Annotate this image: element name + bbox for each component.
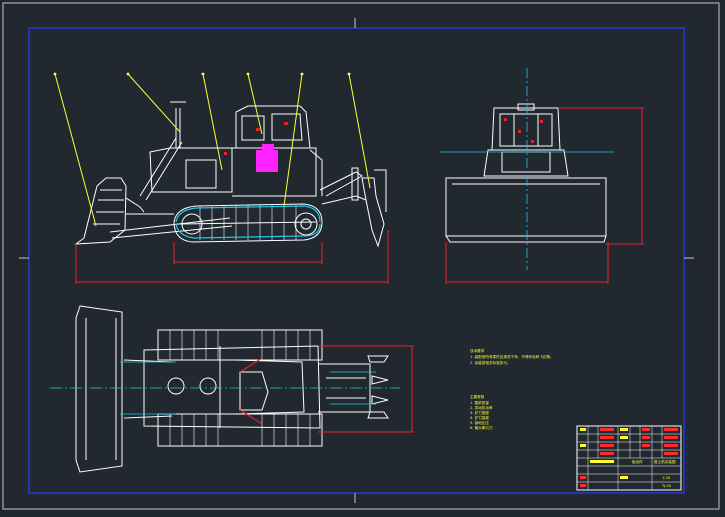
spec-line-3: 3. 铲刀宽度	[470, 410, 489, 415]
frame-center-marks	[19, 18, 694, 503]
title-block-material: 组合件	[632, 459, 643, 464]
front-view-centerlines	[440, 68, 614, 270]
track-highlight-lower	[175, 223, 321, 239]
leader-endpoints	[53, 72, 351, 76]
outer-sheet-border	[2, 2, 720, 510]
leader-lines	[54, 73, 371, 227]
side-view-dimensions	[75, 230, 389, 284]
side-view-red-marks	[224, 122, 288, 155]
title-block-drawing-name: 推土机总装图	[654, 459, 676, 464]
front-view-dimensions	[445, 107, 644, 284]
spec-line-5: 5. 接地比压	[470, 420, 489, 425]
title-block-drawing-number: TJ-00	[661, 484, 672, 488]
spec-line-2: 2. 发动机功率	[470, 405, 493, 410]
specification-notes: 主要参数 1. 整机质量 2. 发动机功率 3. 铲刀宽度 4. 铲刀高度 5.…	[470, 394, 493, 430]
title-block-scale: 1:20	[662, 476, 671, 480]
inner-drawing-frame	[28, 27, 685, 494]
top-view-bulldozer	[75, 305, 389, 473]
side-view-bulldozer	[74, 101, 387, 248]
spec-line-6: 6. 最大牵引力	[470, 425, 493, 430]
title-block-red-cells	[580, 428, 678, 487]
spec-line-4: 4. 铲刀高度	[470, 415, 489, 420]
title-block-grid	[577, 426, 681, 490]
top-view-red-lines	[239, 357, 263, 425]
tech-note-line-1: 1. 装配前所有零件应清洗干净，不得有毛刺飞边等。	[470, 354, 554, 359]
title-block-yellow-cells	[580, 428, 628, 479]
tech-notes-title: 技术要求	[470, 348, 485, 353]
tech-note-line-2: 2. 涂装按相关标准执行。	[470, 360, 511, 365]
spec-line-1: 1. 整机质量	[470, 400, 489, 405]
top-view-centerlines	[50, 361, 400, 415]
spec-notes-title: 主要参数	[470, 394, 485, 399]
front-view-red-marks	[504, 118, 543, 143]
track-highlight	[175, 205, 321, 223]
front-view-bulldozer	[445, 103, 607, 243]
technical-notes: 技术要求 1. 装配前所有零件应清洗干净，不得有毛刺飞边等。 2. 涂装按相关标…	[470, 348, 554, 365]
title-block: 推土机总装图 组合件 1:20 TJ-00	[576, 425, 682, 491]
top-view-dimensions	[318, 345, 414, 433]
cab-highlight-block	[256, 144, 278, 172]
